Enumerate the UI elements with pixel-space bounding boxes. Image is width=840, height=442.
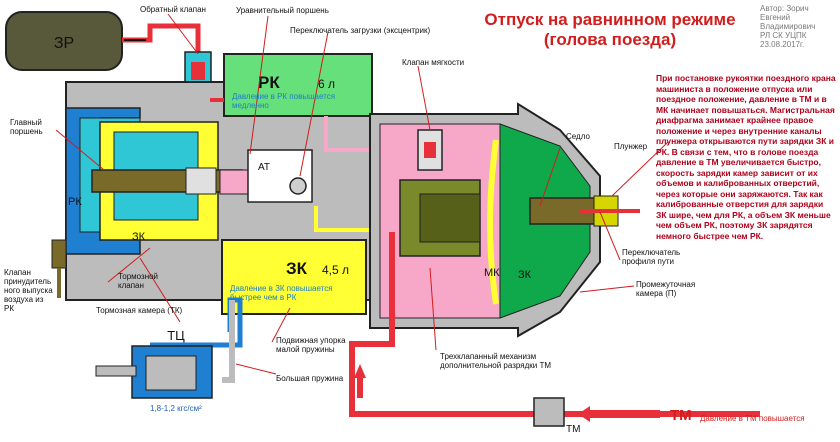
brake-chamber-label: Тормозная камера (ТК) [96,306,183,315]
yellow-channel [314,206,392,232]
description-text: При постановке рукоятки поездного крана … [656,73,836,241]
at-ball [289,177,307,195]
zk-name: ЗК [286,259,308,278]
author-line3: РЛ СК УЦПК [760,31,807,40]
zk-note: Давление в ЗК повышается быстрее чем в Р… [230,284,333,302]
softness-valve-label: Клапан мягкости [402,58,465,67]
zk-left-label: ЗК [132,231,146,243]
piston-head [185,167,217,195]
main-piston-label: Главный поршень [10,118,43,136]
plunger-label: Плунжер [614,142,648,151]
tm-arrow-head [578,406,590,422]
main-diaphragm [487,139,499,305]
pink-channel [324,116,370,152]
tc-pressure: 1,8-1,2 кгс/см² [150,404,202,413]
profile-switch-label: Переключатель профиля пути [622,248,681,266]
at-region [247,149,313,203]
author-block: Автор: Зорич Евгений Владимирович РЛ СК … [760,4,840,49]
rk-name: РК [258,73,280,92]
forced-release-valve [51,239,67,298]
rk-left-label: РК [68,196,82,208]
title-line2: (голова поезда) [543,30,677,49]
equalizing-piston-label: Уравнительный поршень [236,6,329,15]
author-line2: Владимирович [760,22,816,31]
author-line4: 23.08.2017г. [760,40,805,49]
movable-stop-label: Подвижная упорка малой пружины [276,336,346,354]
tm-small-label: ТМ [566,424,580,435]
tm-note: Давление в ТМ повышается [700,414,805,423]
tc-label: ТЦ [167,328,185,343]
saddle-label: Седло [566,132,590,141]
tm-valve [533,397,565,427]
zk-tank: ЗК 4,5 л [221,239,367,315]
at-label: АТ [258,162,270,173]
title-line1: Отпуск на равнинном режиме [484,10,736,29]
tm-label: ТМ [670,407,692,424]
rk-volume: 6 л [318,77,335,91]
intermediate-chamber-label: Промежуточная камера (П) [636,280,696,298]
big-spring-label: Большая пружина [276,374,344,383]
piston-core [419,193,481,243]
forced-release-label: Клапан принудитель ного выпуска воздуха … [4,268,53,313]
load-switch-label: Переключатель загрузки (эксцентрик) [290,26,431,35]
zr-reservoir: ЗР [5,11,123,71]
zk-right-label: ЗК [518,269,532,281]
big-spring-pipe [222,300,235,383]
zr-label: ЗР [54,35,74,52]
mk-label: МК [484,267,500,279]
rk-tank: РК 6 л [223,53,373,117]
rk-note: Давление в РК повышается медленно [232,92,336,110]
softness-valve-seat [424,142,436,158]
page-title: Отпуск на равнинном режиме (голова поезд… [480,10,740,50]
zk-volume: 4,5 л [322,263,349,277]
tm-up-head [354,364,366,378]
author-line1: Автор: Зорич Евгений [760,4,809,22]
tm-pipe [349,232,760,417]
three-valve-label: Трехклапанный механизм дополнительной ра… [440,352,552,370]
brake-valve-label: Тормозной клапан [118,272,159,290]
callout-lines [55,13,669,375]
check-valve-label: Обратный клапан [140,5,206,14]
